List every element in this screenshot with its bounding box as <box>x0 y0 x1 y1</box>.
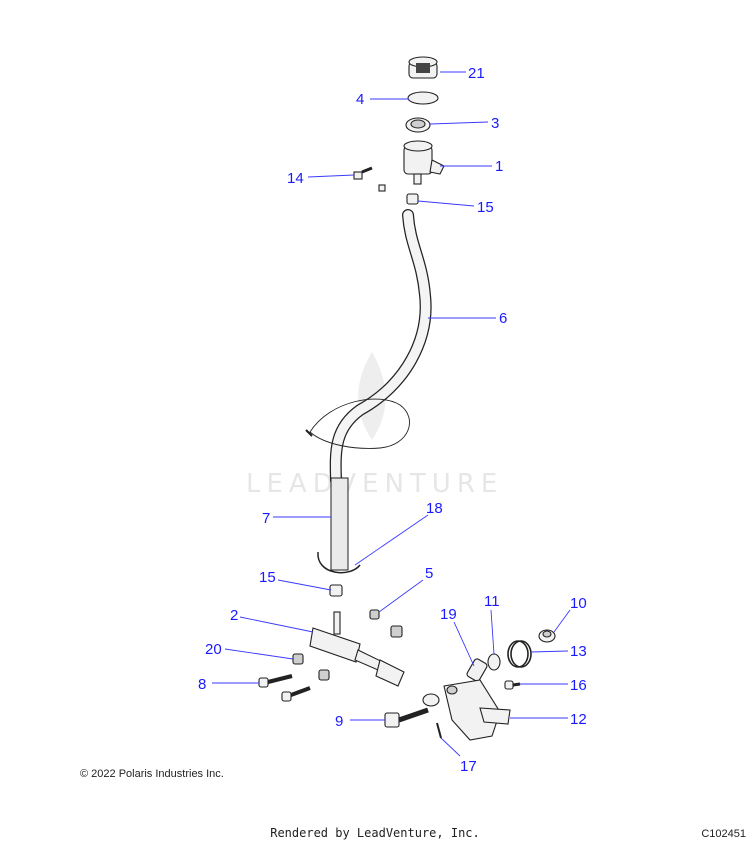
bolt[interactable] <box>258 674 293 688</box>
reservoir-seal[interactable] <box>405 117 431 133</box>
cotter-pin[interactable] <box>436 722 442 739</box>
bushing-2[interactable] <box>487 653 501 671</box>
bolt-2[interactable] <box>281 686 311 702</box>
leader-15a <box>417 200 475 207</box>
nut-2[interactable] <box>390 625 403 638</box>
callout-8[interactable]: 8 <box>198 676 206 693</box>
callout-7[interactable]: 7 <box>262 510 270 527</box>
diagram-code: C102451 <box>701 828 746 840</box>
callout-6[interactable]: 6 <box>499 310 507 327</box>
hose[interactable] <box>329 209 432 486</box>
callout-20[interactable]: 20 <box>205 641 222 658</box>
callout-15-lower[interactable]: 15 <box>259 569 276 586</box>
pedal-bracket[interactable] <box>422 679 511 741</box>
leader-17 <box>440 737 461 757</box>
callout-4[interactable]: 4 <box>356 91 364 108</box>
watermark-text: LEADVENTURE <box>246 469 503 499</box>
leader-2 <box>239 616 314 633</box>
callout-19[interactable]: 19 <box>440 606 457 623</box>
return-spring[interactable] <box>507 640 532 668</box>
hose-loop-clamp[interactable] <box>305 398 410 449</box>
rendered-by-text: Rendered by LeadVenture, Inc. <box>270 826 480 840</box>
bushing[interactable] <box>466 658 488 682</box>
hose-clip[interactable] <box>317 551 361 574</box>
master-cylinder[interactable] <box>309 611 405 687</box>
callout-11[interactable]: 11 <box>484 593 500 610</box>
leader-3 <box>429 121 489 125</box>
leader-18 <box>354 514 429 566</box>
callout-12[interactable]: 12 <box>570 711 587 728</box>
hose-clamp-lower[interactable] <box>329 584 343 597</box>
nut-3[interactable] <box>318 669 330 681</box>
leader-10 <box>553 609 571 633</box>
small-screw[interactable] <box>378 184 386 192</box>
leader-11 <box>490 609 495 655</box>
flange-nut[interactable] <box>538 629 556 643</box>
callout-15-upper[interactable]: 15 <box>477 199 494 216</box>
callout-17[interactable]: 17 <box>460 758 477 775</box>
reservoir[interactable] <box>403 140 445 185</box>
diaphragm[interactable] <box>407 91 439 105</box>
callout-21[interactable]: 21 <box>468 65 485 82</box>
callout-2[interactable]: 2 <box>230 607 238 624</box>
leader-14 <box>307 174 355 178</box>
leader-13 <box>530 650 569 653</box>
callout-16[interactable]: 16 <box>570 677 587 694</box>
hose-clamp-upper[interactable] <box>406 193 419 205</box>
hose-sleeve[interactable] <box>330 477 349 571</box>
callout-14[interactable]: 14 <box>287 170 304 187</box>
callout-1[interactable]: 1 <box>495 158 503 175</box>
callout-10[interactable]: 10 <box>570 595 587 612</box>
callout-3[interactable]: 3 <box>491 115 499 132</box>
copyright-text: © 2022 Polaris Industries Inc. <box>80 768 224 780</box>
pin[interactable] <box>504 680 521 690</box>
leader-15b <box>277 579 332 591</box>
spacer[interactable] <box>292 653 304 665</box>
leader-20 <box>224 648 294 660</box>
callout-13[interactable]: 13 <box>570 643 587 660</box>
reservoir-cap[interactable] <box>408 56 438 79</box>
nut[interactable] <box>369 609 380 620</box>
leader-5 <box>378 579 424 613</box>
callout-9[interactable]: 9 <box>335 713 343 730</box>
pivot-bolt[interactable] <box>384 707 429 728</box>
screw[interactable] <box>353 166 373 180</box>
leadventure-watermark: LEADVENTURE <box>246 352 503 499</box>
callout-18[interactable]: 18 <box>426 500 443 517</box>
leader-19 <box>453 621 475 667</box>
callout-5[interactable]: 5 <box>425 565 433 582</box>
